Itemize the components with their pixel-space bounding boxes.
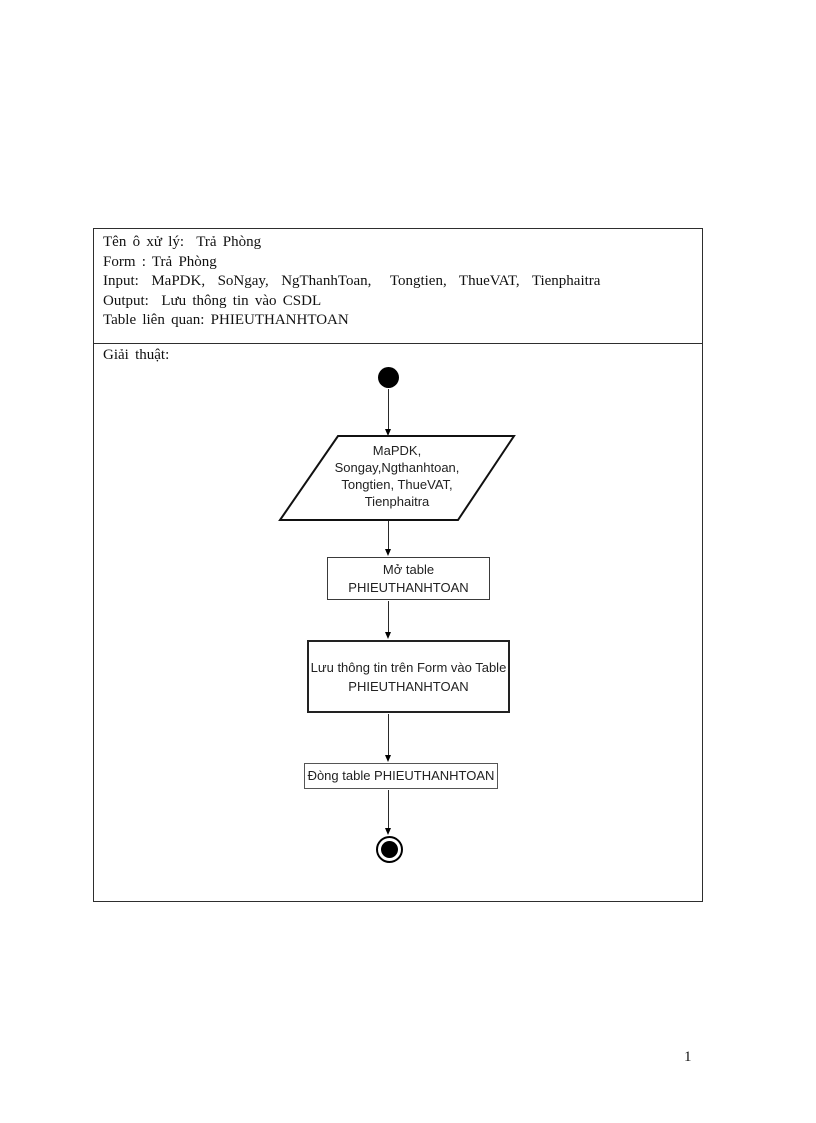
arrow-shaft <box>388 521 389 551</box>
input-parallelogram-shape <box>278 435 516 521</box>
spec-line-form: Form : Trả Phòng <box>103 253 217 270</box>
arrow-shaft <box>388 790 389 830</box>
algorithm-section-label: Giải thuật: <box>103 347 170 363</box>
arrow-shaft <box>388 389 389 431</box>
spec-line-input: Input: MaPDK, SoNgay, NgThanhToan, Tongt… <box>103 273 601 289</box>
flow-arrow-2 <box>384 521 393 556</box>
spec-line-output: Output: Lưu thông tin vào CSDL <box>103 292 322 309</box>
input-parallelogram-text: MaPDK, Songay,Ngthanhtoan, Tongtien, Thu… <box>334 443 460 509</box>
arrow-shaft <box>388 714 389 757</box>
arrow-shaft <box>388 601 389 634</box>
flow-arrow-4 <box>384 714 393 762</box>
flow-end-node-inner <box>381 841 398 858</box>
spec-line-table-lien-quan: Table liên quan: PHIEUTHANHTOAN <box>103 312 349 328</box>
process-spec-header: Tên ô xử lý: Trả Phòng Form : Trả Phòng … <box>94 229 702 344</box>
process-box-close-table: Đòng table PHIEUTHANHTOAN <box>304 763 498 789</box>
process-box-save-form: Lưu thông tin trên Form vào Table PHIEUT… <box>307 640 510 713</box>
spec-line-ten-o-xu-ly: Tên ô xử lý: Trả Phòng <box>103 234 262 250</box>
flow-start-node <box>378 367 399 388</box>
page-number: 1 <box>684 1049 692 1065</box>
flow-end-node <box>376 836 403 863</box>
process-box-open-table: Mở table PHIEUTHANHTOAN <box>327 557 490 600</box>
flow-arrow-5 <box>384 790 393 835</box>
process-spec-box: Tên ô xử lý: Trả Phòng Form : Trả Phòng … <box>93 228 703 902</box>
flow-arrow-1 <box>384 389 393 436</box>
flow-arrow-3 <box>384 601 393 639</box>
